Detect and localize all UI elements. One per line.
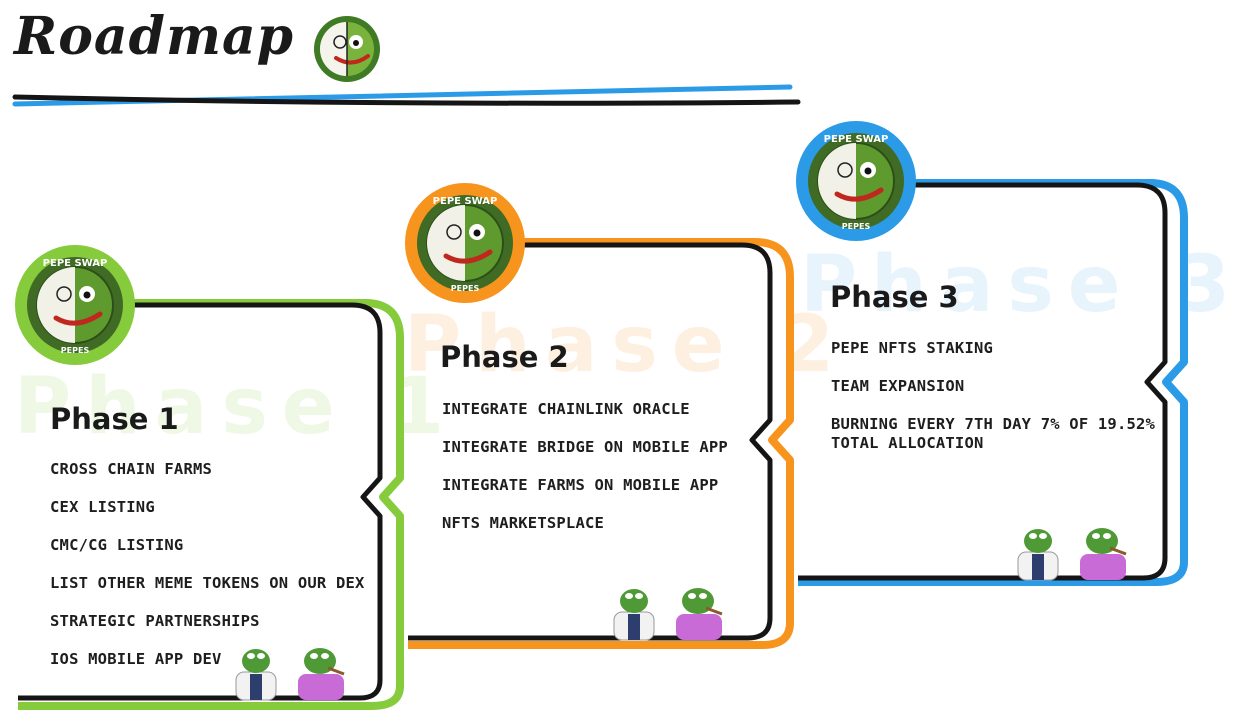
phase-1-badge: PEPE SWAP PEPES xyxy=(14,244,136,366)
list-item: TEAM EXPANSION xyxy=(831,377,965,395)
list-item: LIST OTHER MEME TOKENS ON OUR DEX xyxy=(50,574,365,592)
phase-1-items: CROSS CHAIN FARMS CEX LISTING CMC/CG LIS… xyxy=(50,460,365,669)
phase-2-badge: PEPE SWAP PEPES xyxy=(404,182,526,304)
list-item: STRATEGIC PARTNERSHIPS xyxy=(50,612,260,630)
phase-1-watermark: Phase 1 xyxy=(14,362,459,452)
phase-2-frog-mascots xyxy=(613,588,723,641)
list-item: INTEGRATE BRIDGE ON MOBILE APP xyxy=(442,438,728,456)
pepe-swap-badge-icon: PEPE SWAP PEPES xyxy=(15,245,135,365)
list-item: PEPE NFTS STAKING xyxy=(831,339,994,357)
pepe-swap-badge-icon: PEPE SWAP PEPES xyxy=(796,121,916,241)
header-underline xyxy=(12,84,801,107)
svg-text:PEPES: PEPES xyxy=(61,346,90,355)
svg-text:PEPE SWAP: PEPE SWAP xyxy=(433,196,498,207)
list-item: INTEGRATE CHAINLINK ORACLE xyxy=(442,400,690,418)
list-item: CROSS CHAIN FARMS xyxy=(50,460,213,478)
phase-2-items: INTEGRATE CHAINLINK ORACLE INTEGRATE BRI… xyxy=(442,400,728,533)
list-item: CEX LISTING xyxy=(50,498,155,516)
svg-text:PEPE SWAP: PEPE SWAP xyxy=(43,258,108,269)
list-item: INTEGRATE FARMS ON MOBILE APP xyxy=(442,476,719,494)
phase-1-frog-mascots xyxy=(235,648,345,701)
page-title: Roadmap xyxy=(14,6,295,67)
list-item: CMC/CG LISTING xyxy=(50,536,184,554)
phase-2-watermark: Phase 2 xyxy=(404,300,849,390)
pepe-swap-badge-icon: PEPE SWAP PEPES xyxy=(405,183,525,303)
svg-text:PEPES: PEPES xyxy=(842,222,871,231)
phase-3-frog-mascots xyxy=(1017,528,1127,581)
list-item: IOS MOBILE APP DEV xyxy=(50,650,222,668)
list-item: BURNING EVERY 7TH DAY 7% OF 19.52% TOTAL… xyxy=(831,415,1156,452)
phase-3-watermark: Phase 3 xyxy=(800,240,1244,330)
phase-2-title: Phase 2 xyxy=(440,340,569,374)
list-item: NFTS MARKETSPLACE xyxy=(442,514,605,532)
pepe-swap-logo-icon xyxy=(314,16,380,82)
phase-1-title: Phase 1 xyxy=(50,402,179,436)
phase-3-title: Phase 3 xyxy=(830,280,959,314)
svg-text:PEPE SWAP: PEPE SWAP xyxy=(824,134,889,145)
svg-text:PEPES: PEPES xyxy=(451,284,480,293)
phase-3-badge: PEPE SWAP PEPES xyxy=(795,120,917,242)
phase-3-items: PEPE NFTS STAKING TEAM EXPANSION BURNING… xyxy=(831,339,1155,453)
